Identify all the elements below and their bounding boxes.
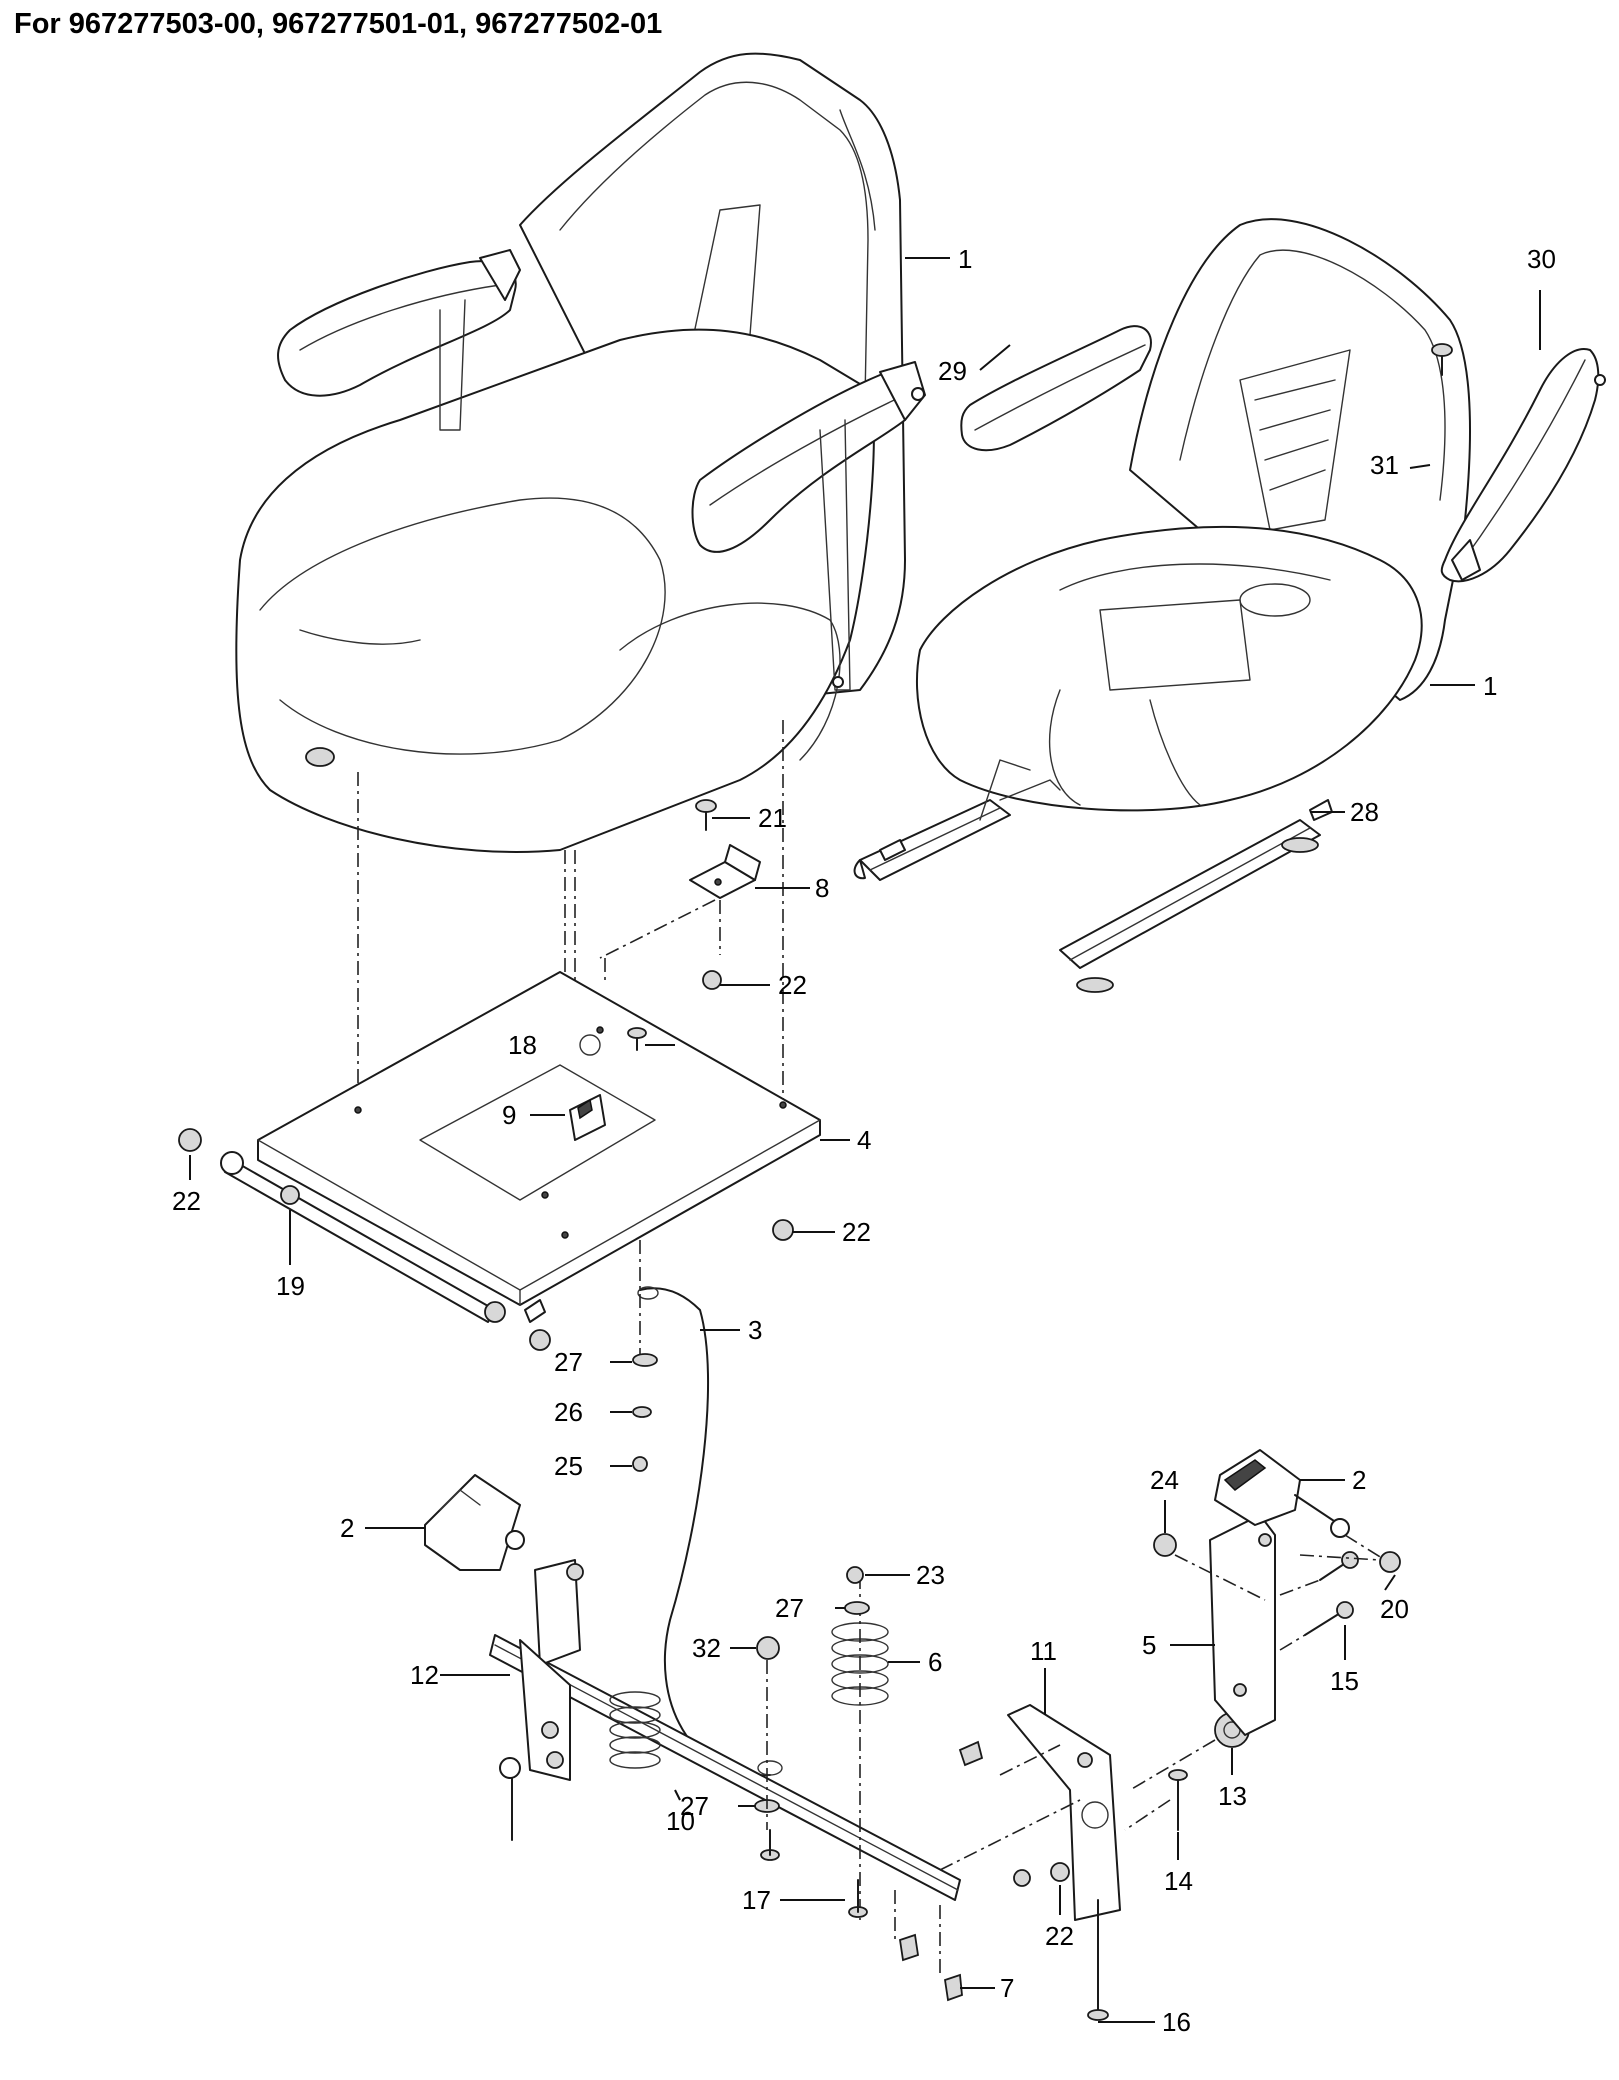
bracket-8-and-bumper-21	[599, 799, 761, 990]
callout-10: 10	[666, 1806, 695, 1836]
callout-13: 13	[1218, 1781, 1247, 1811]
callout-1-standard: 1	[1483, 671, 1497, 701]
callout-23: 23	[916, 1560, 945, 1590]
spring-left	[609, 1691, 661, 1769]
callout-30: 30	[1527, 244, 1556, 274]
callout-26: 26	[554, 1397, 583, 1427]
callout-8: 8	[815, 873, 829, 903]
callout-12: 12	[410, 1660, 439, 1690]
callout-6: 6	[928, 1647, 942, 1677]
callout-32: 32	[692, 1633, 721, 1663]
callout-2-right: 2	[1352, 1465, 1366, 1495]
callout-labels: 1 1 30 29 31 28 21 8 22 18 9 4 22 22 19 …	[172, 244, 1556, 2037]
callout-22-left: 22	[172, 1186, 201, 1216]
callout-16: 16	[1162, 2007, 1191, 2037]
standard-seat	[853, 218, 1606, 993]
callout-leaders	[189, 257, 1541, 2023]
callout-17: 17	[742, 1885, 771, 1915]
callout-22-bottom: 22	[1045, 1921, 1074, 1951]
callout-24: 24	[1150, 1465, 1179, 1495]
callout-22-top: 22	[778, 970, 807, 1000]
suspension-assembly	[424, 1449, 1401, 2021]
callout-2-left: 2	[340, 1513, 354, 1543]
callout-27-lower: 27	[680, 1791, 709, 1821]
callout-27-middle: 27	[775, 1593, 804, 1623]
callout-15: 15	[1330, 1666, 1359, 1696]
callout-3: 3	[748, 1315, 762, 1345]
callout-25: 25	[554, 1451, 583, 1481]
callout-7: 7	[1000, 1973, 1014, 2003]
callout-5: 5	[1142, 1630, 1156, 1660]
callout-31: 31	[1370, 450, 1399, 480]
callout-20: 20	[1380, 1594, 1409, 1624]
diagram-title: For 967277503-00, 967277501-01, 96727750…	[14, 8, 663, 40]
callout-21: 21	[758, 803, 787, 833]
callout-29: 29	[938, 356, 967, 386]
callout-14: 14	[1164, 1866, 1193, 1896]
callout-27-upper: 27	[554, 1347, 583, 1377]
callout-11: 11	[1030, 1636, 1057, 1666]
callout-1-highback: 1	[958, 244, 972, 274]
callout-9: 9	[502, 1100, 516, 1130]
callout-4: 4	[857, 1125, 871, 1155]
callout-22-plate: 22	[842, 1217, 871, 1247]
callout-19: 19	[276, 1271, 305, 1301]
high-back-seat	[235, 52, 926, 853]
callout-28: 28	[1350, 797, 1379, 827]
seat-plate	[220, 971, 821, 1351]
callout-18: 18	[508, 1030, 537, 1060]
